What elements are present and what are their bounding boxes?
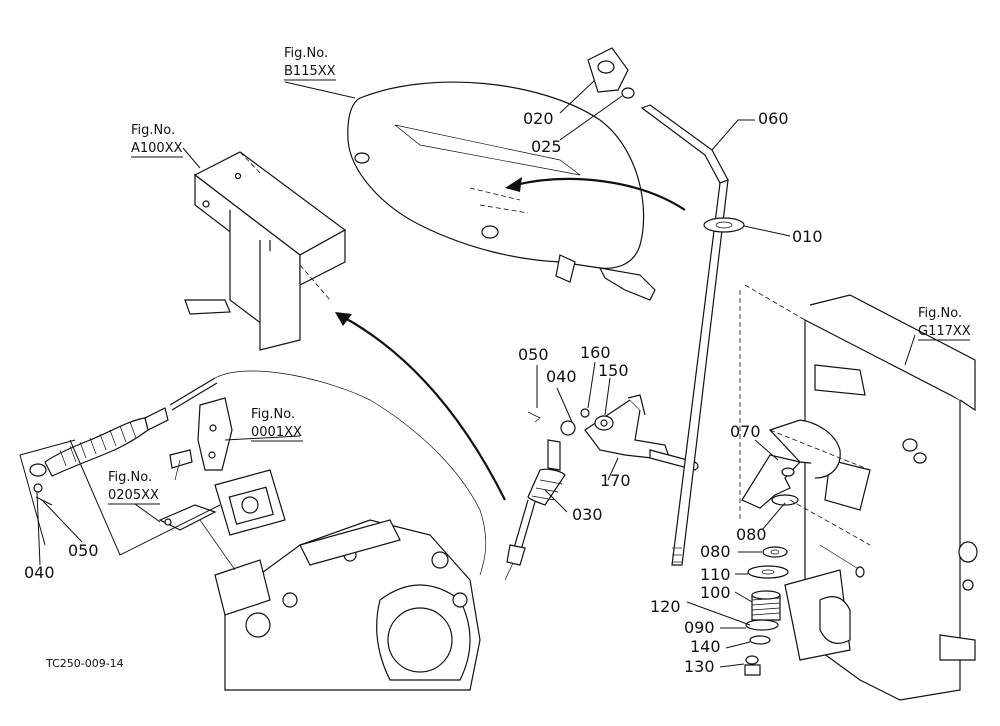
part-label-160: 160 [580,343,611,362]
part-label-025: 025 [531,137,562,156]
drawing-code: TC250-009-14 [45,657,124,670]
part-label-040-upper: 040 [546,367,577,386]
fig-ref-0001-number: 0001XX [251,425,302,440]
fig-ref-g117: Fig.No. G117XX [918,306,971,341]
fig-ref-a100-label: Fig.No. [131,123,175,138]
leader-lines [19,79,916,668]
fig-ref-b115-number: B115XX [284,64,336,79]
fig-ref-0205-label: Fig.No. [108,470,152,485]
part-label-120: 120 [650,597,681,616]
fig-ref-0205: Fig.No. 0205XX [108,470,160,505]
part-label-030: 030 [572,505,603,524]
fig-ref-a100-number: A100XX [131,141,183,156]
throttle-bracket [169,397,233,481]
lower-throttle-cable [29,370,487,576]
fig-ref-g117-number: G117XX [918,324,971,339]
throttle-rod-060 [587,47,745,566]
throttle-cable-030 [504,420,576,581]
fig-ref-g117-label: Fig.No. [918,306,962,321]
part-label-050-lower: 050 [68,541,99,560]
part-label-100: 100 [700,583,731,602]
engine-block [214,469,481,691]
part-label-130: 130 [684,657,715,676]
fig-ref-b115-label: Fig.No. [284,46,328,61]
part-label-060: 060 [758,109,789,128]
fender-panel [347,81,656,301]
part-label-090: 090 [684,618,715,637]
friction-assembly [741,419,871,676]
part-labels: 020 025 060 010 050 040 160 150 170 070 … [24,109,823,676]
part-label-020: 020 [523,109,554,128]
frame-bracket [184,151,347,351]
part-label-050-upper: 050 [518,345,549,364]
fig-ref-a100: Fig.No. A100XX [131,123,183,158]
part-label-110: 110 [700,565,731,584]
part-label-150: 150 [598,361,629,380]
fig-ref-b115: Fig.No. B115XX [284,46,336,81]
governor-lever [158,504,236,571]
part-label-040-lower: 040 [24,563,55,582]
part-label-080-upper: 080 [736,525,767,544]
assembly-arrows [335,177,686,501]
fig-ref-0205-number: 0205XX [108,488,159,503]
throttle-lever-170 [527,394,699,471]
part-label-140: 140 [690,637,721,656]
part-label-070: 070 [730,422,761,441]
part-label-080-lower: 080 [700,542,731,561]
fig-ref-0001-label: Fig.No. [251,407,295,422]
part-label-010: 010 [792,227,823,246]
right-frame-plate [739,284,978,701]
part-label-170: 170 [600,471,631,490]
fig-ref-0001: Fig.No. 0001XX [251,407,303,442]
